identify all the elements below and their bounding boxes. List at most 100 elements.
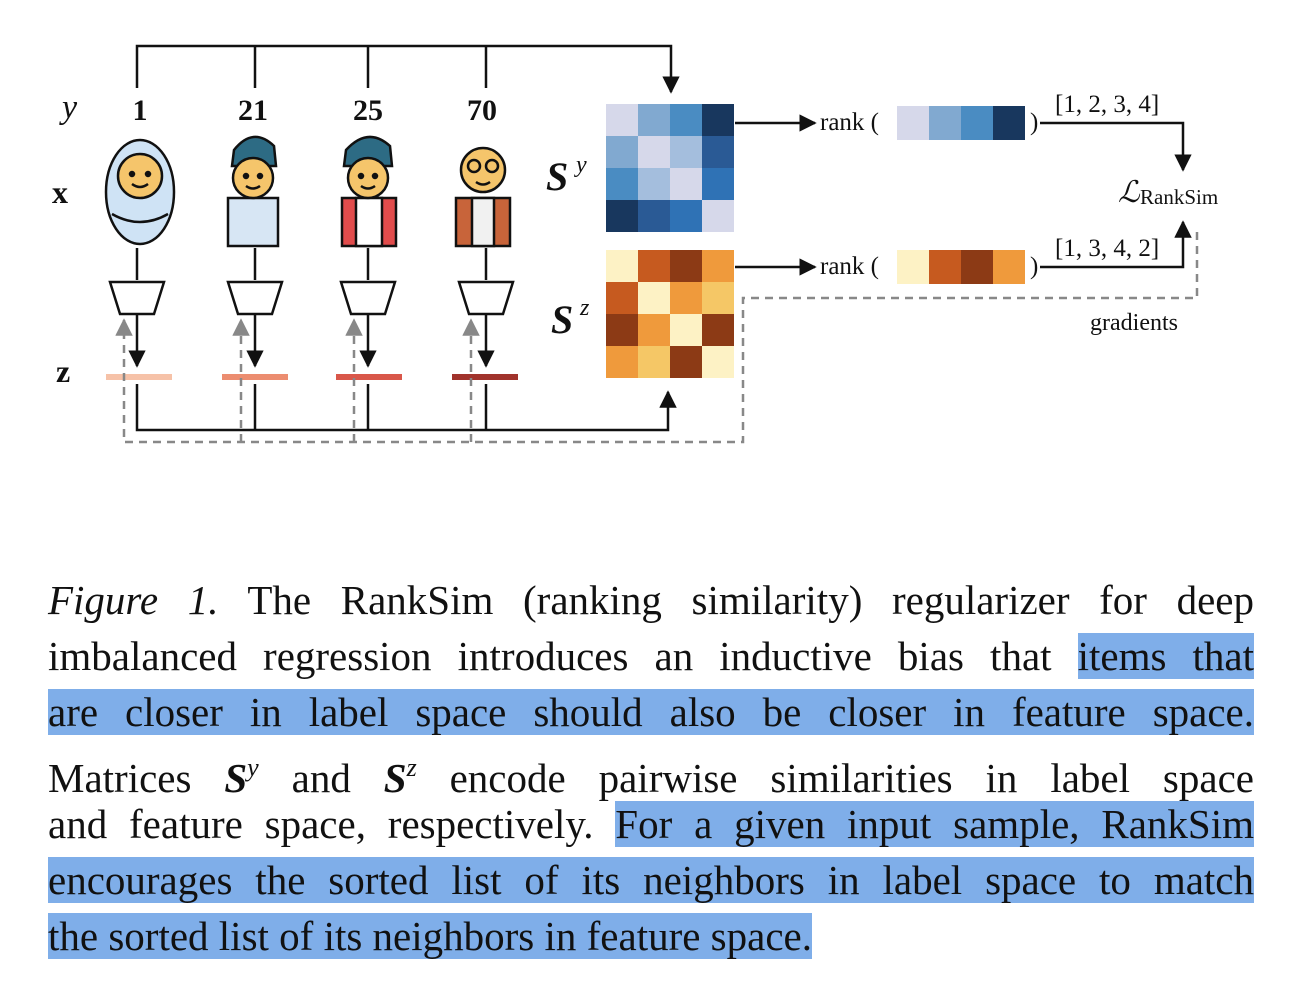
caption-text: and feature space, respectively. (48, 801, 616, 847)
vector-cell (929, 250, 961, 284)
vector-cell (897, 250, 929, 284)
label-value: 1 (133, 94, 148, 127)
matrix-cell (606, 136, 638, 168)
figure-tag: Figure 1. (48, 577, 219, 623)
caption-line: are closer in label space should also be… (48, 684, 1254, 740)
baby-icon (104, 138, 176, 246)
matrix-cell (638, 346, 670, 378)
matrix-z-symbol: S (551, 297, 573, 342)
matrix-cell (638, 282, 670, 314)
rank-z-to-loss (1040, 220, 1192, 269)
vector-cell (961, 250, 993, 284)
rank-z-vector (897, 250, 1025, 284)
matrix-cell (606, 282, 638, 314)
highlighted-text[interactable]: items that (1077, 633, 1254, 679)
matrix-sup: y (247, 753, 259, 782)
caption-line: Figure 1. The RankSim (ranking similarit… (48, 572, 1254, 628)
feature-vector (336, 374, 402, 380)
matrix-cell (670, 314, 702, 346)
matrix-cell (670, 168, 702, 200)
matrix-cell (702, 104, 734, 136)
rank-z-result: [1, 3, 4, 2] (1055, 235, 1159, 262)
matrix-cell (606, 314, 638, 346)
label-value: 70 (467, 94, 497, 127)
caption-line: encourages the sorted list of its neighb… (48, 852, 1254, 908)
loss-symbol: ℒ (1118, 176, 1141, 209)
rank-y-result: [1, 2, 3, 4] (1055, 91, 1159, 118)
matrix-cell (606, 200, 638, 232)
matrix-z-sup: z (579, 295, 590, 321)
caption-text: Matrices (48, 755, 225, 801)
vector-cell (961, 106, 993, 140)
matrix-s-z (606, 250, 734, 378)
matrix-cell (702, 168, 734, 200)
feature-connector (135, 384, 677, 432)
encoder-group (108, 248, 515, 368)
label-value: 21 (238, 94, 268, 127)
matrix-cell (702, 250, 734, 282)
highlighted-text[interactable]: are closer in label space should also be… (48, 689, 1254, 735)
row-label-z: z (56, 353, 70, 389)
highlighted-text[interactable]: the sorted list of its neighbors in feat… (48, 913, 812, 959)
matrix-cell (670, 136, 702, 168)
feature-vector (452, 374, 518, 380)
matrix-cell (638, 168, 670, 200)
vector-cell (993, 106, 1025, 140)
caption-line: and feature space, respectively. For a g… (48, 796, 1255, 852)
caption-text: encode pairwise similarities in label sp… (416, 755, 1254, 801)
young-person-icon (226, 135, 280, 248)
rank-y-label: rank ( (820, 109, 879, 136)
matrix-y-symbol: S (546, 154, 568, 199)
rank-y-vector (897, 106, 1025, 140)
matrix-cell (606, 168, 638, 200)
feature-vector (106, 374, 172, 380)
matrix-y-sup: y (574, 152, 587, 178)
caption-line: the sorted list of its neighbors in feat… (48, 908, 1254, 964)
elderly-icon (454, 146, 512, 248)
matrix-cell (670, 250, 702, 282)
rank-z-label: rank ( (820, 253, 879, 280)
matrix-cell (638, 200, 670, 232)
matrix-symbol: S (224, 755, 248, 801)
vector-cell (993, 250, 1025, 284)
matrix-cell (702, 314, 734, 346)
figure-caption: Figure 1. The RankSim (ranking similarit… (48, 572, 1255, 964)
rank-z-close: ) (1030, 253, 1038, 280)
matrix-cell (702, 200, 734, 232)
label-value: 25 (353, 94, 383, 127)
matrix-cell (606, 250, 638, 282)
matrix-cell (638, 104, 670, 136)
highlighted-text[interactable]: For a given input sample, RankSim (615, 801, 1255, 847)
matrix-cell (670, 200, 702, 232)
matrix-sup: z (406, 753, 417, 782)
matrix-cell (606, 346, 638, 378)
matrix-cell (638, 250, 670, 282)
matrix-s-y (606, 104, 734, 232)
caption-text: and (258, 755, 384, 801)
caption-text: imbalanced regression introduces an indu… (48, 633, 1078, 679)
matrix-cell (606, 104, 638, 136)
row-label-y: y (59, 89, 78, 126)
matrix-cell (670, 346, 702, 378)
loss-subscript: RankSim (1140, 185, 1218, 209)
rank-y-close: ) (1030, 109, 1038, 136)
vector-cell (929, 106, 961, 140)
rank-y-to-loss (1040, 121, 1192, 172)
gradients-label: gradients (1090, 310, 1178, 336)
ranksim-figure: y x z 1 21 25 70 (52, 44, 1218, 444)
matrix-cell (670, 104, 702, 136)
matrix-symbol: S (383, 755, 407, 801)
matrix-cell (702, 136, 734, 168)
caption-line: imbalanced regression introduces an indu… (48, 628, 1254, 684)
caption-text: The RankSim (ranking similarity) regular… (218, 577, 1254, 623)
vector-cell (897, 106, 929, 140)
highlighted-text[interactable]: encourages the sorted list of its neighb… (48, 857, 1254, 903)
matrix-cell (638, 314, 670, 346)
matrix-cell (702, 346, 734, 378)
gradient-path (115, 232, 1199, 444)
matrix-cell (670, 282, 702, 314)
matrix-cell (638, 136, 670, 168)
matrix-cell (702, 282, 734, 314)
label-connector (135, 44, 680, 94)
feature-vector (222, 374, 288, 380)
